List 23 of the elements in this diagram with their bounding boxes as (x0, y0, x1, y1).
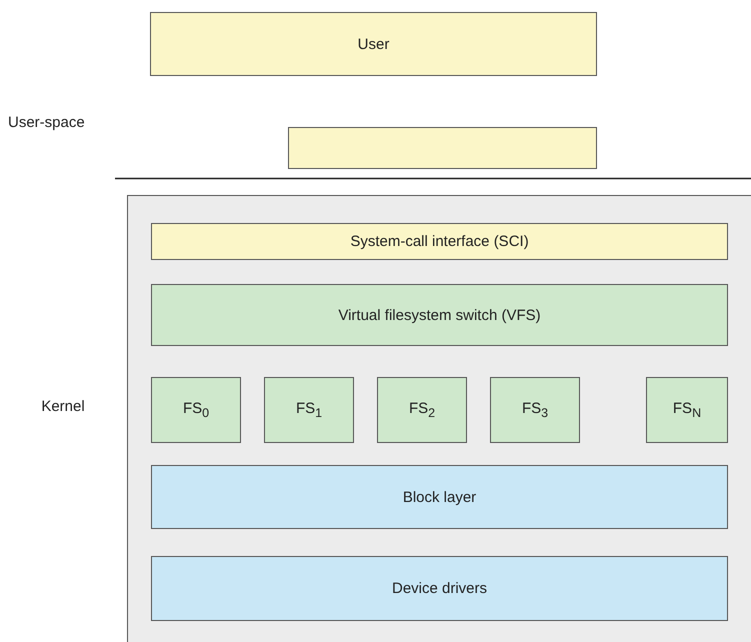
section-label: User-space (8, 114, 85, 131)
layer-label: Block layer (402, 488, 476, 506)
layer-label: User (358, 36, 390, 52)
layer-label: FS$_{1}$ (296, 400, 322, 420)
layer-box (288, 127, 597, 169)
layer-box (151, 556, 728, 621)
filesystem-box (646, 377, 728, 443)
layer-box (151, 284, 728, 346)
filesystem-box (490, 377, 580, 443)
layer-label: System-call interface (SCI) (350, 233, 529, 250)
filesystem-box (377, 377, 467, 443)
layer-label: Device drivers (392, 580, 488, 597)
layer-label: FS$_{0}$ (182, 400, 210, 420)
layer-label: Virtual filesystem switch (VFS) (338, 306, 541, 324)
layer-box (150, 12, 597, 76)
layer-box (151, 465, 728, 529)
layer-label: FS$_{N}$ (672, 400, 702, 420)
filesystem-box (264, 377, 354, 443)
layer-box (151, 223, 728, 260)
section-label: Kernel (40, 398, 86, 415)
filesystem-box (151, 377, 241, 443)
layer-label: FS$_{2}$ (408, 400, 436, 420)
layer-label: FS$_{3}$ (522, 400, 548, 420)
